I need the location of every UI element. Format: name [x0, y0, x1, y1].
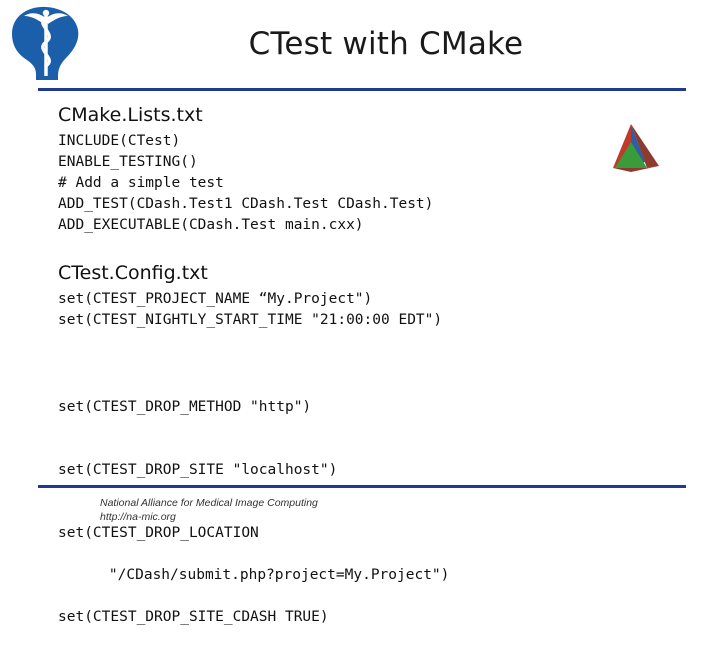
divider-bottom [38, 485, 686, 488]
na-mic-caduceus-logo [6, 4, 92, 82]
colored-pyramid-graphic [601, 122, 667, 176]
divider-top [38, 88, 686, 91]
footer: National Alliance for Medical Image Comp… [100, 496, 318, 524]
page-title: CTest with CMake [248, 26, 524, 62]
code-line-drop-location: set(CTEST_DROP_LOCATION [58, 525, 259, 541]
code-line-drop-method: set(CTEST_DROP_METHOD "http") [58, 399, 312, 415]
section-heading-ctestconfig: CTest.Config.txt [58, 262, 208, 284]
slide: CTest with CMake CMake.Lists.txt INCLUDE… [6, 4, 686, 625]
footer-organization: National Alliance for Medical Image Comp… [100, 497, 318, 509]
code-line-drop-location-value: "/CDash/submit.php?project=My.Project") [108, 567, 450, 583]
code-block-cmakelists: INCLUDE(CTest) ENABLE_TESTING() # Add a … [58, 133, 434, 233]
code-line-drop-site: set(CTEST_DROP_SITE "localhost") [58, 462, 338, 478]
code-block-ctestconfig-1: set(CTEST_PROJECT_NAME “My.Project") set… [58, 291, 443, 328]
footer-url: http://na-mic.org [100, 511, 176, 523]
section-heading-cmakelists: CMake.Lists.txt [58, 104, 203, 126]
code-line-drop-site-cdash: set(CTEST_DROP_SITE_CDASH TRUE) [58, 609, 329, 625]
